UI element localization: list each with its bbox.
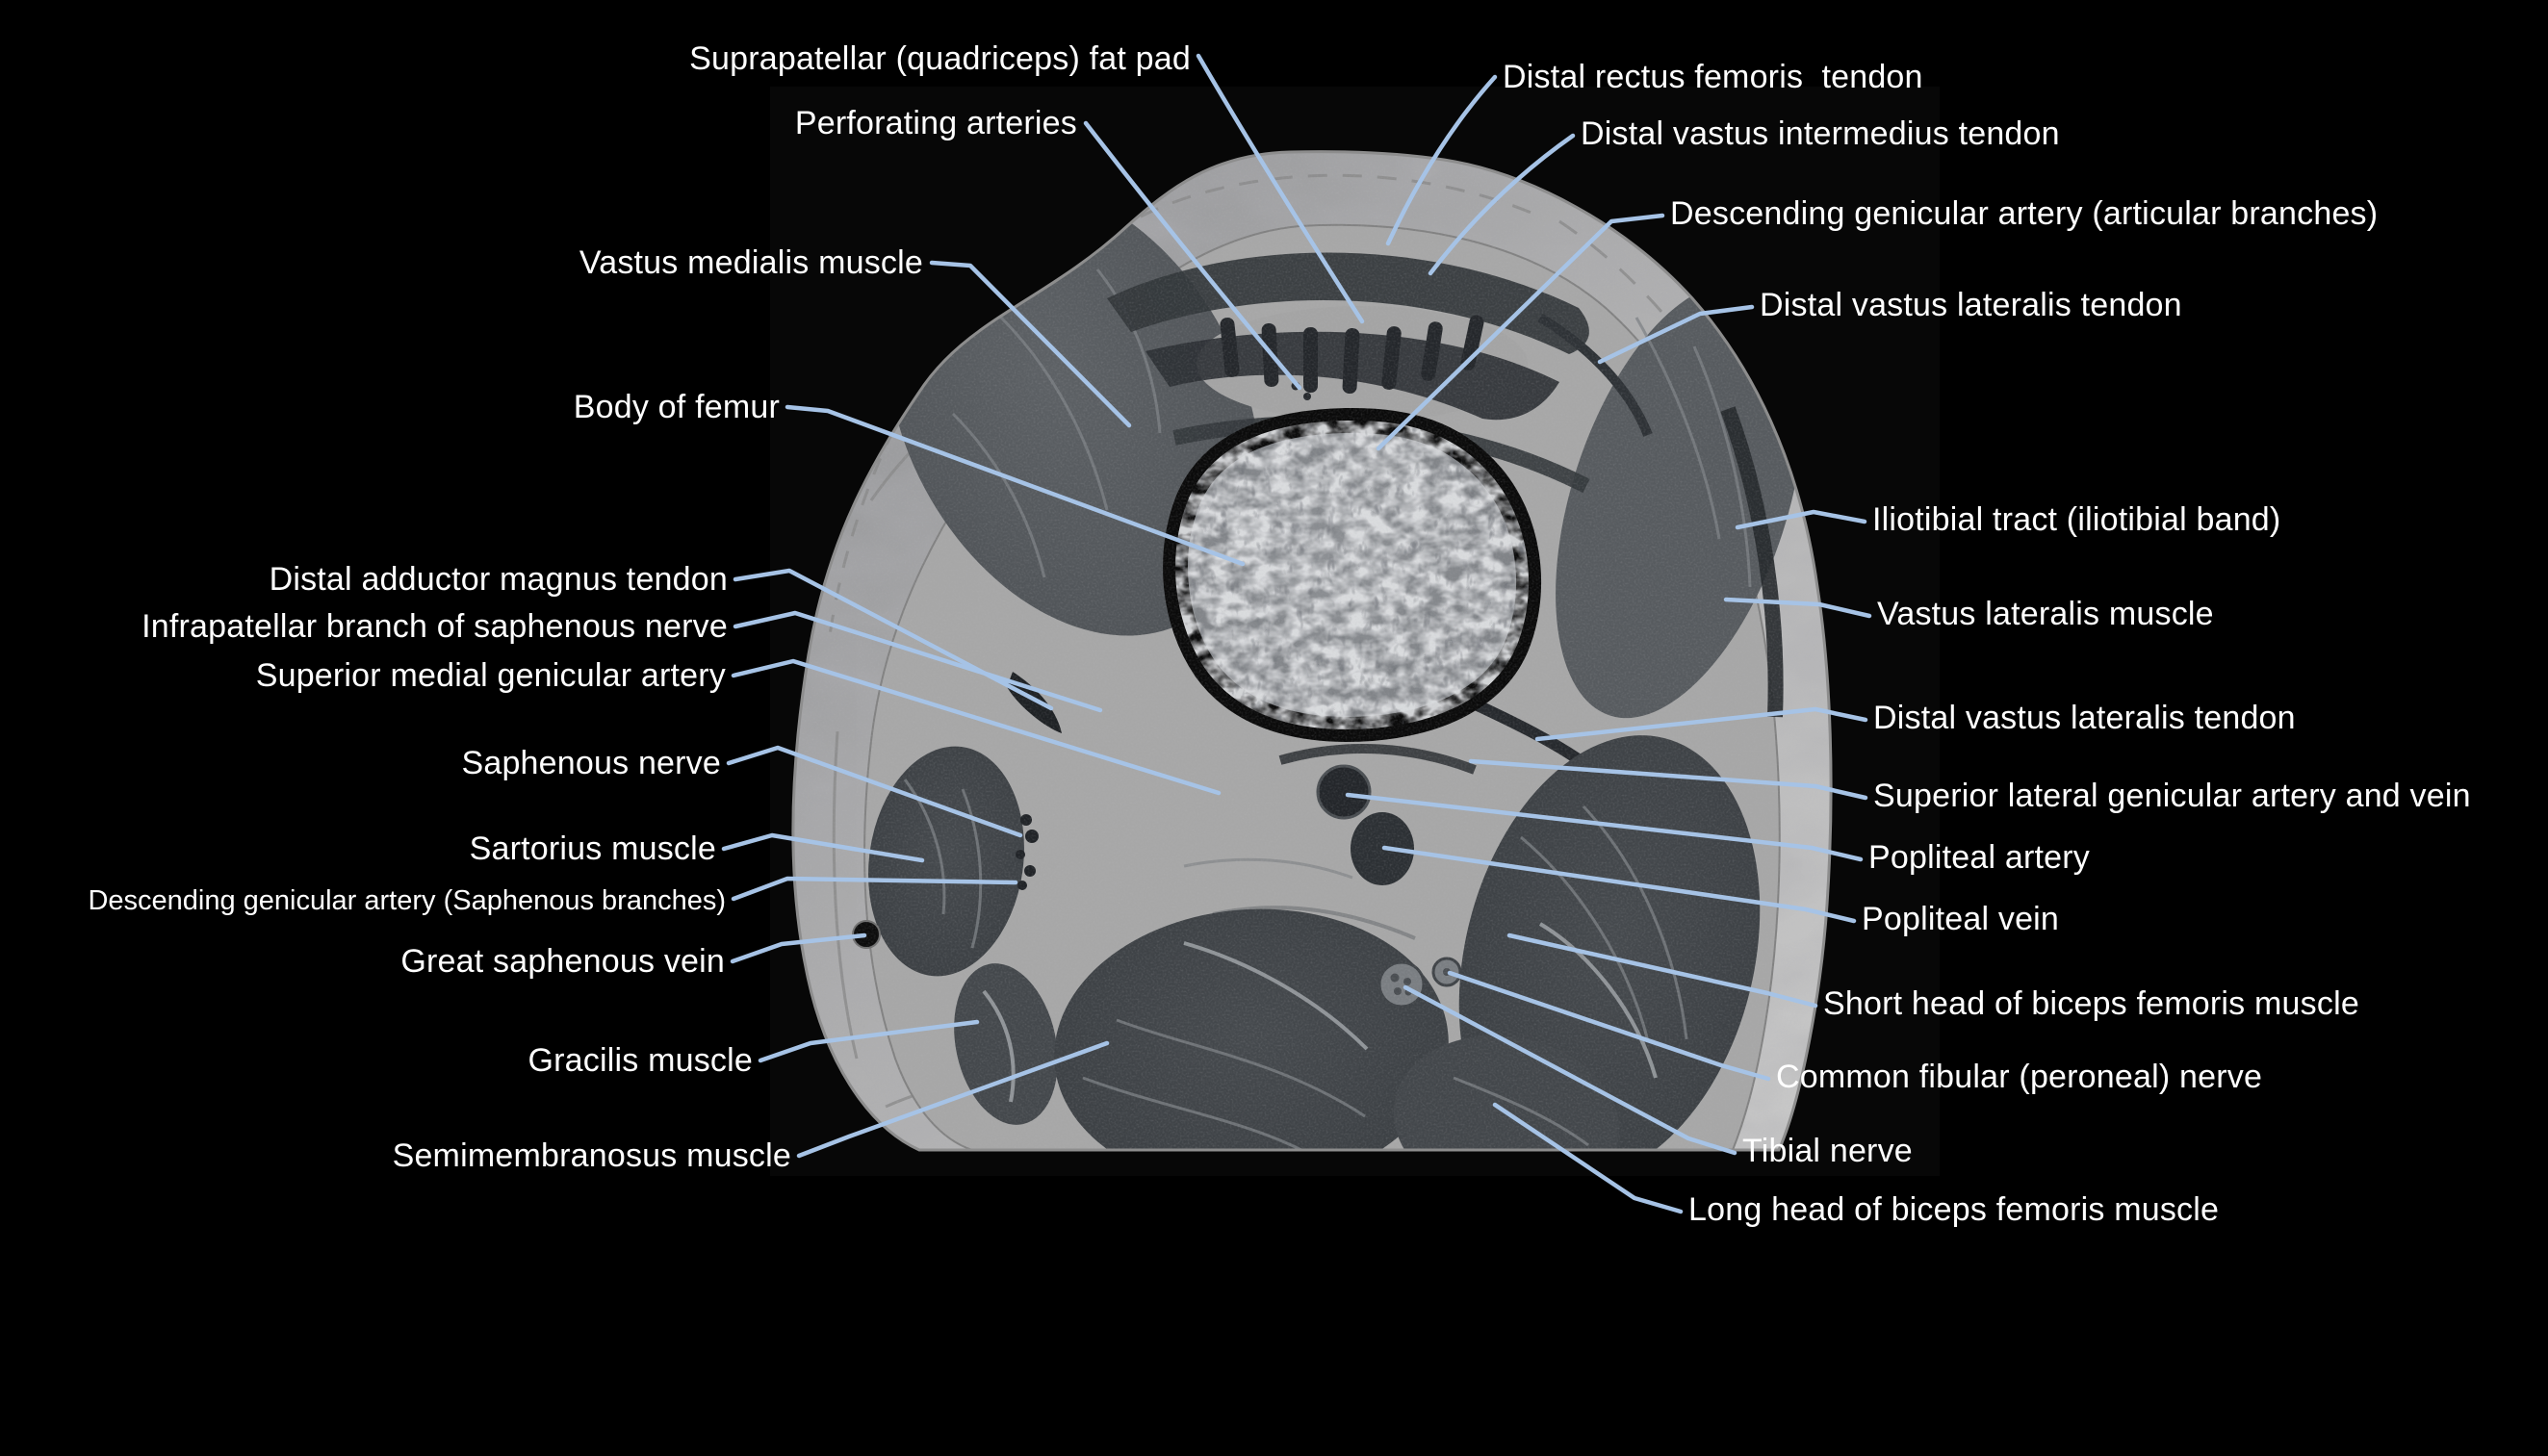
- leader-vastus-lateralis: [1723, 597, 1872, 619]
- leader-iliotibial-tract: [1735, 509, 1867, 530]
- leader-sartorius: [721, 832, 925, 863]
- label-short-head-biceps: Short head of biceps femoris muscle: [1823, 985, 2359, 1022]
- label-descending-genicular-saphenous: Descending genicular artery (Saphenous b…: [88, 885, 726, 916]
- label-tibial-nerve: Tibial nerve: [1742, 1133, 1913, 1169]
- leader-popliteal-artery: [1345, 792, 1864, 862]
- label-suprapatellar-fat-pad: Suprapatellar (quadriceps) fat pad: [689, 40, 1191, 77]
- label-popliteal-artery: Popliteal artery: [1868, 839, 2090, 876]
- leader-distal-rectus-femoris: [1385, 74, 1498, 246]
- leader-gracilis: [758, 1019, 980, 1063]
- leader-popliteal-vein: [1381, 845, 1857, 924]
- label-saphenous-nerve: Saphenous nerve: [461, 745, 721, 781]
- label-semimembranosus: Semimembranosus muscle: [393, 1137, 791, 1174]
- label-common-fibular: Common fibular (peroneal) nerve: [1776, 1059, 2262, 1095]
- label-popliteal-vein: Popliteal vein: [1862, 901, 2059, 937]
- leader-infrapatellar-branch: [733, 610, 1103, 713]
- labels: Suprapatellar (quadriceps) fat pad Perfo…: [88, 40, 2470, 1228]
- label-sartorius: Sartorius muscle: [470, 830, 716, 867]
- leader-descending-genicular-saphenous: [731, 876, 1018, 902]
- leader-superior-lateral-genicular: [1468, 758, 1868, 801]
- leader-descending-genicular-articular: [1376, 213, 1665, 451]
- label-infrapatellar-branch: Infrapatellar branch of saphenous nerve: [142, 608, 728, 645]
- leader-superior-medial-genicular: [731, 658, 1222, 796]
- label-superior-medial-genicular: Superior medial genicular artery: [256, 657, 726, 694]
- label-perforating-arteries: Perforating arteries: [795, 105, 1077, 141]
- mri-limb-cross-section: [792, 151, 1832, 1150]
- leader-short-head-biceps: [1506, 932, 1818, 1009]
- label-distal-vastus-intermedius: Distal vastus intermedius tendon: [1581, 115, 2060, 152]
- leader-semimembranosus: [796, 1040, 1110, 1159]
- leader-body-of-femur: [785, 404, 1246, 567]
- leader-great-saphenous-vein: [730, 932, 867, 964]
- label-body-of-femur: Body of femur: [574, 389, 780, 425]
- label-vastus-medialis: Vastus medialis muscle: [579, 244, 923, 281]
- label-superior-lateral-genicular: Superior lateral genicular artery and ve…: [1873, 778, 2471, 814]
- label-vastus-lateralis: Vastus lateralis muscle: [1877, 596, 2214, 632]
- leader-distal-vastus-lateralis-lower: [1534, 706, 1868, 742]
- label-descending-genicular-articular: Descending genicular artery (articular b…: [1670, 195, 2378, 232]
- leader-perforating-arteries: [1083, 120, 1302, 391]
- leader-saphenous-nerve: [726, 745, 1023, 838]
- leader-vastus-medialis: [929, 260, 1132, 428]
- leader-distal-vastus-lateralis-upper: [1597, 304, 1755, 365]
- label-great-saphenous-vein: Great saphenous vein: [400, 943, 725, 980]
- label-distal-adductor-magnus: Distal adductor magnus tendon: [270, 561, 728, 598]
- label-gracilis: Gracilis muscle: [528, 1042, 753, 1079]
- leader-tibial-nerve: [1403, 984, 1737, 1156]
- label-distal-vastus-lateralis-upper: Distal vastus lateralis tendon: [1760, 287, 2182, 323]
- label-iliotibial-tract: Iliotibial tract (iliotibial band): [1872, 501, 2280, 538]
- label-distal-vastus-lateralis-lower: Distal vastus lateralis tendon: [1873, 700, 2296, 736]
- label-long-head-biceps: Long head of biceps femoris muscle: [1688, 1191, 2219, 1228]
- leader-lines: [721, 53, 1872, 1214]
- leader-long-head-biceps: [1492, 1102, 1684, 1214]
- leader-suprapatellar-fat-pad: [1196, 53, 1365, 324]
- leader-distal-adductor-magnus: [733, 568, 1054, 711]
- leader-distal-vastus-intermedius: [1428, 133, 1576, 276]
- skin-outline: [791, 150, 1833, 1152]
- label-distal-rectus-femoris: Distal rectus femoris tendon: [1503, 59, 1923, 95]
- leader-common-fibular: [1447, 970, 1771, 1082]
